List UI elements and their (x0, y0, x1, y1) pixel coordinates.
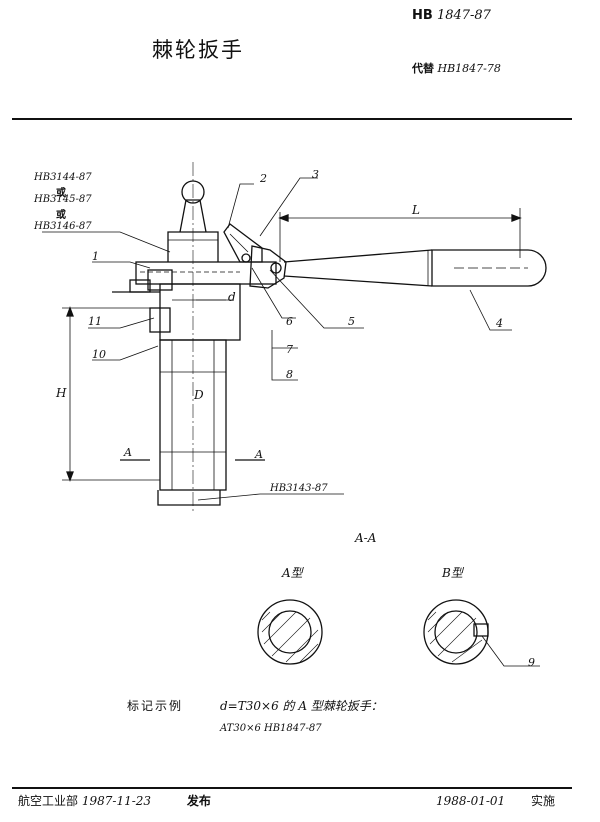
header-rule (12, 118, 572, 120)
standard-number-rest: 1847-87 (436, 8, 491, 23)
callout-std-a: HB3144-87 (34, 172, 92, 183)
issuer-name: 航空工业部 (18, 794, 79, 808)
issue-word: 发布 (186, 794, 211, 808)
callout-8: 8 (286, 368, 293, 381)
standard-number: HB 1847-87 (412, 8, 491, 23)
callout-10: 10 (92, 348, 106, 361)
callout-4: 4 (496, 317, 503, 330)
callout-6: 6 (286, 315, 293, 328)
dimension-d: d (228, 290, 236, 304)
callout-3: 3 (312, 168, 319, 181)
dimension-L: L (412, 203, 420, 217)
callout-or-1: 或 (56, 188, 66, 199)
callout-std-b: HB3145-87 (34, 194, 92, 205)
issue-date: 1987-11-23 (81, 794, 152, 808)
callout-11: 11 (88, 315, 102, 328)
effective-date: 1988-01-01 (436, 794, 506, 808)
replaces-standard: 代替 HB1847-78 (412, 60, 501, 76)
standard-number-prefix: HB (412, 8, 433, 23)
dimension-D: D (194, 388, 204, 402)
footer-issuer: 航空工业部 1987-11-23 发布 (18, 792, 211, 809)
footer-rule (12, 787, 572, 789)
callout-9: 9 (528, 656, 535, 669)
marking-example-label: 标记示例 (127, 699, 184, 713)
type-a-label: A型 (282, 566, 303, 580)
callout-2: 2 (260, 172, 267, 185)
callout-std-bottom: HB3143-87 (270, 483, 328, 494)
type-b-label: B型 (442, 566, 463, 580)
marking-example-code: AT30×6 HB1847-87 (220, 723, 322, 734)
callout-5: 5 (348, 315, 355, 328)
callout-1: 1 (92, 250, 99, 263)
dimension-H: H (56, 386, 67, 400)
section-mark-left: A (124, 446, 132, 459)
callout-std-c: HB3146-87 (34, 221, 92, 232)
replaces-number: HB1847-78 (437, 62, 501, 75)
replaces-label: 代替 (412, 62, 434, 75)
section-title: A-A (355, 531, 377, 545)
callout-7: 7 (286, 343, 293, 356)
callout-or-2: 或 (56, 210, 66, 221)
marking-example-text: d=T30×6 的 A 型棘轮扳手： (220, 699, 383, 713)
document-title: 棘轮扳手 (152, 38, 244, 62)
effective-word: 实施 (531, 794, 556, 808)
section-mark-right: A (255, 448, 263, 461)
footer-effective: 1988-01-01 实施 (436, 792, 555, 809)
